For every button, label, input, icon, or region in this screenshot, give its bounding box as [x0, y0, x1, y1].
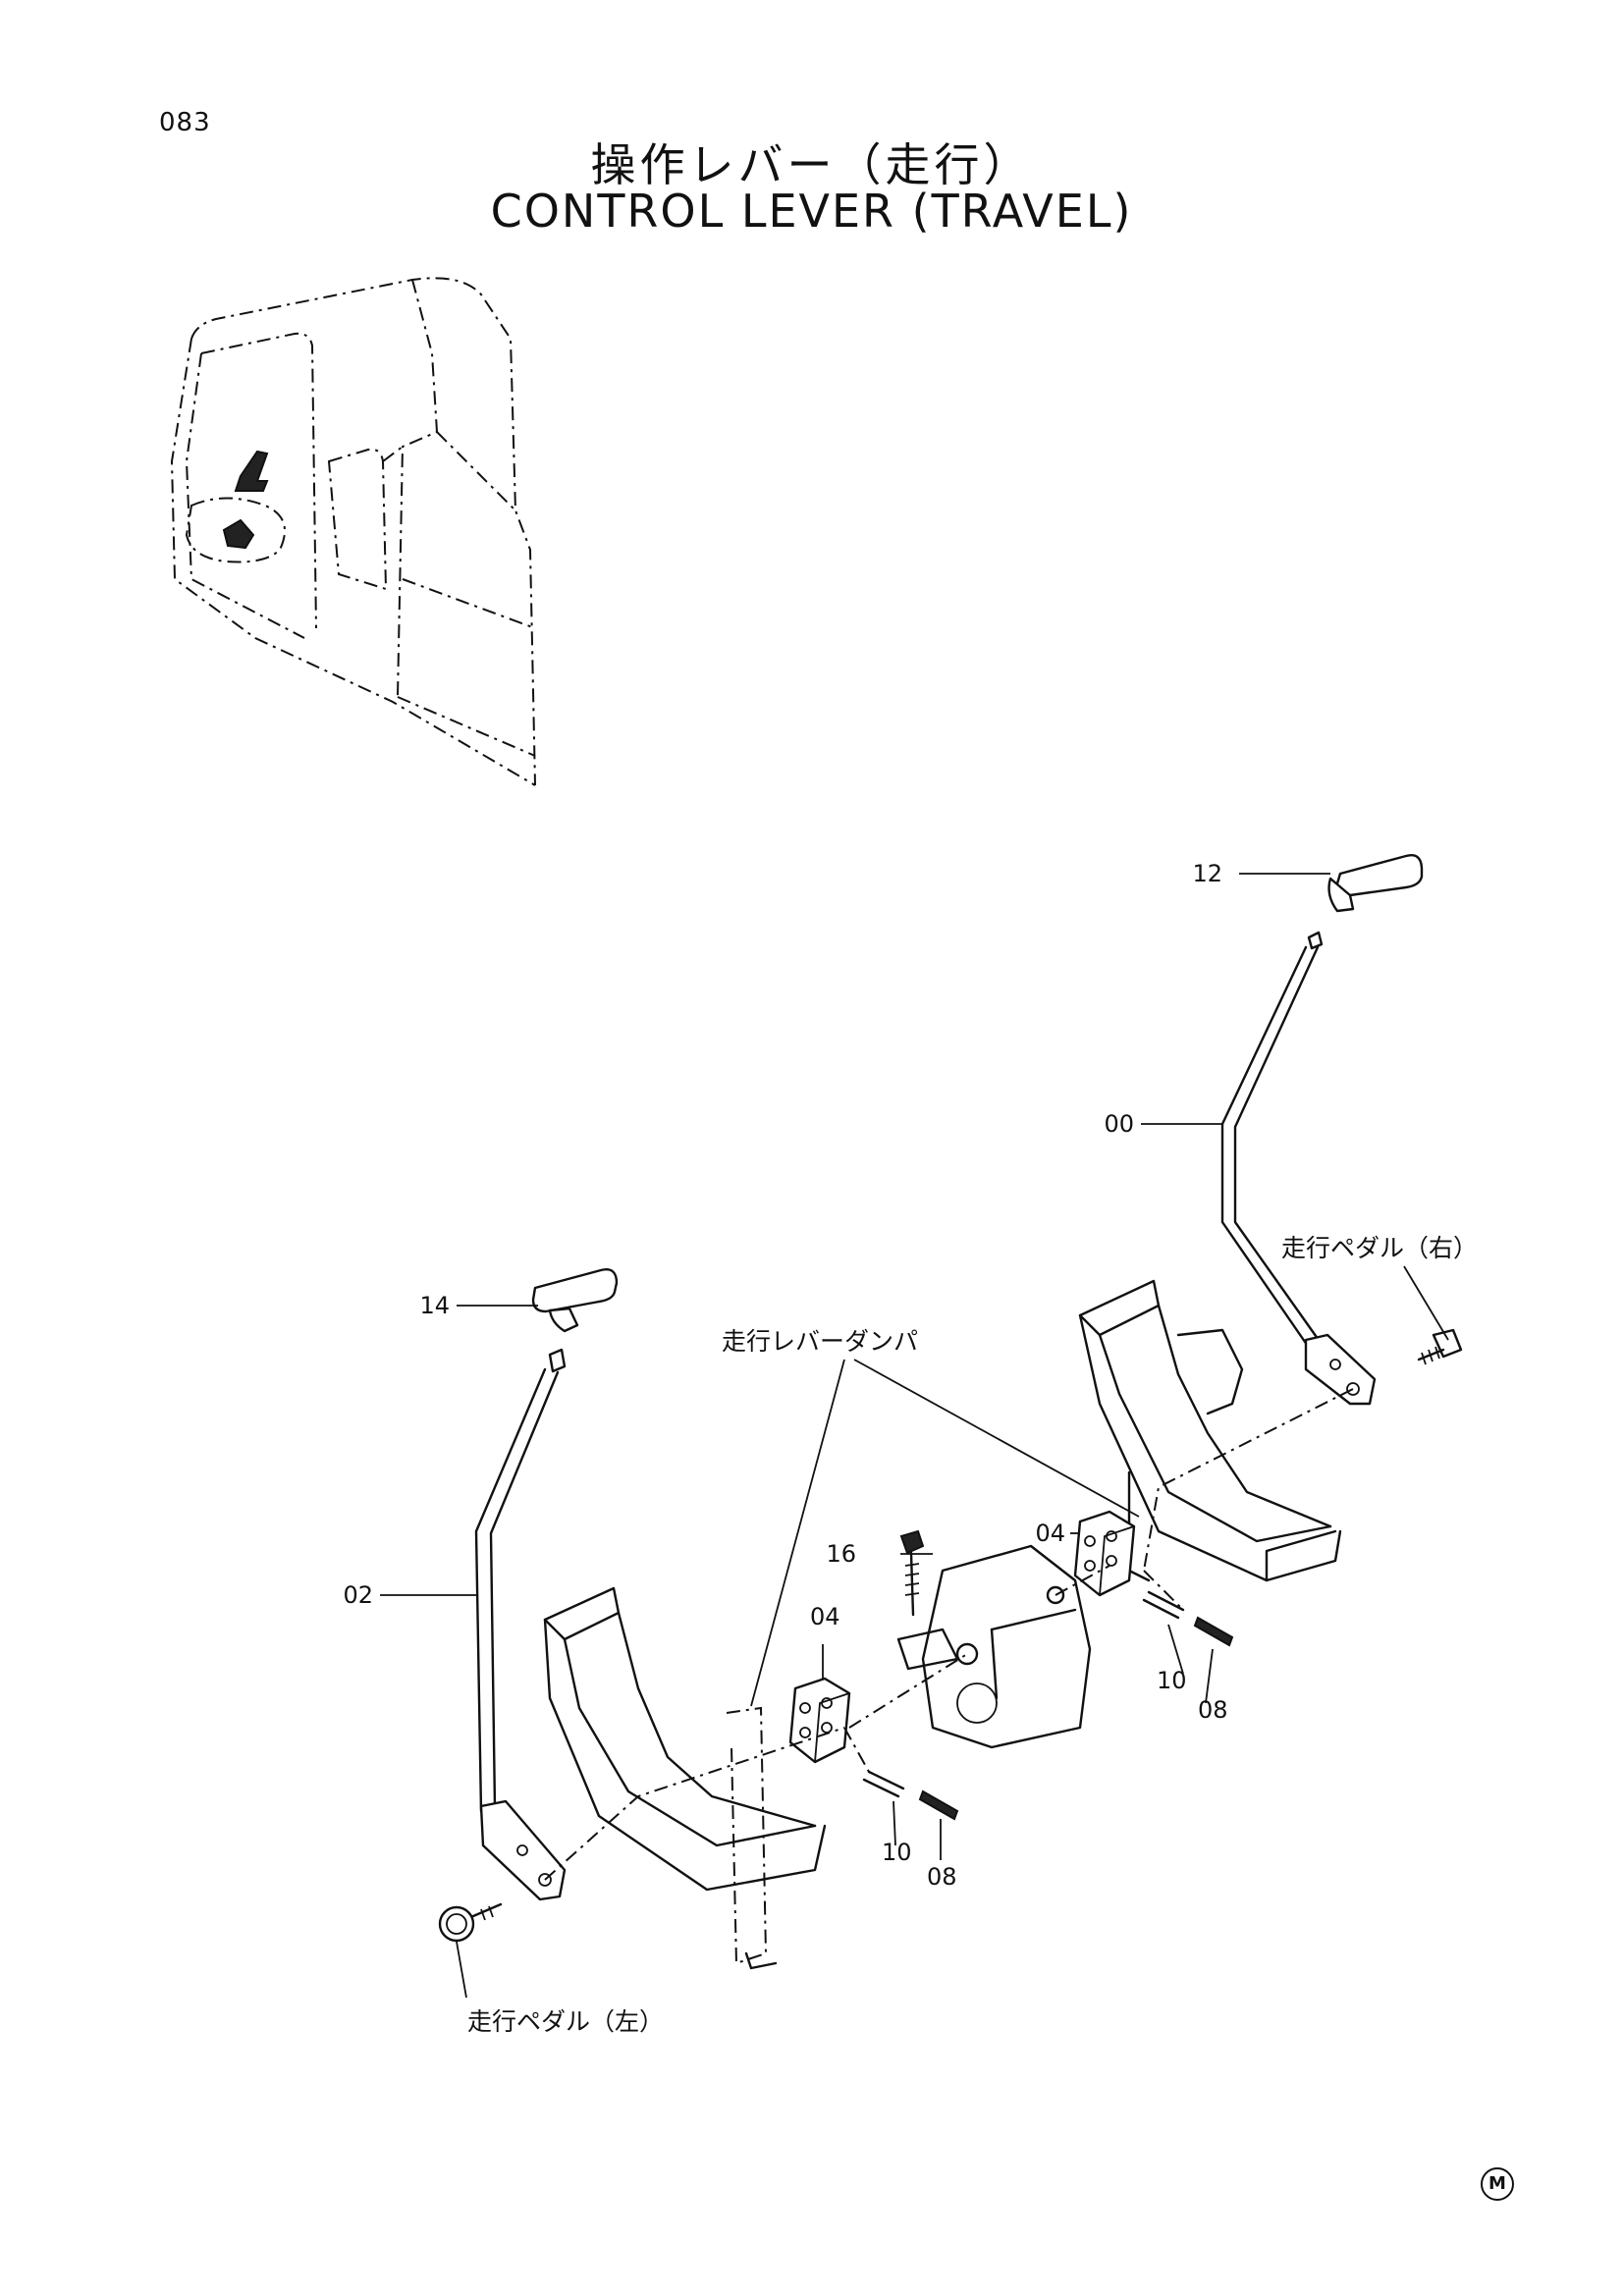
note-travel-pedal-left: 走行ペダル（左）	[467, 2007, 664, 2036]
right-lever-assembly	[1220, 854, 1424, 1406]
note-travel-lever-damper: 走行レバーダンパ	[722, 1327, 918, 1356]
pilot-valve	[896, 1544, 1092, 1749]
note-travel-pedal-right: 走行ペダル（右）	[1281, 1234, 1478, 1262]
bolt-16	[899, 1529, 925, 1617]
pedal-bolt-right	[1417, 1328, 1463, 1365]
callout-04-right: 04	[1035, 1520, 1065, 1547]
callout-10-right: 10	[1157, 1667, 1187, 1694]
callout-02: 02	[343, 1581, 373, 1609]
title-english: CONTROL LEVER (TRAVEL)	[490, 185, 1133, 238]
trademark-icon: M	[1481, 2167, 1514, 2201]
callout-00: 00	[1104, 1110, 1134, 1138]
callout-16: 16	[826, 1540, 856, 1568]
callout-12: 12	[1192, 860, 1222, 887]
title-japanese: 操作レバー（走行）	[590, 138, 1033, 191]
left-lever-assembly	[474, 1268, 619, 1901]
damper-left	[788, 1677, 851, 1764]
damper-right	[1073, 1510, 1136, 1597]
leader-lines	[380, 873, 1449, 1999]
callout-10-left: 10	[882, 1839, 912, 1866]
left-pedal	[543, 1586, 827, 1970]
pedal-bolt-left	[438, 1902, 503, 1943]
callout-08-right: 08	[1198, 1696, 1228, 1724]
assembly-lines	[544, 1388, 1354, 1881]
callout-14: 14	[419, 1292, 450, 1319]
right-pedal	[1078, 1279, 1342, 1582]
callout-08-left: 08	[927, 1863, 957, 1891]
pins	[862, 1590, 1234, 1821]
cab-illustration	[170, 277, 536, 786]
callout-04-left: 04	[810, 1603, 840, 1630]
page-number: 083	[159, 108, 211, 137]
